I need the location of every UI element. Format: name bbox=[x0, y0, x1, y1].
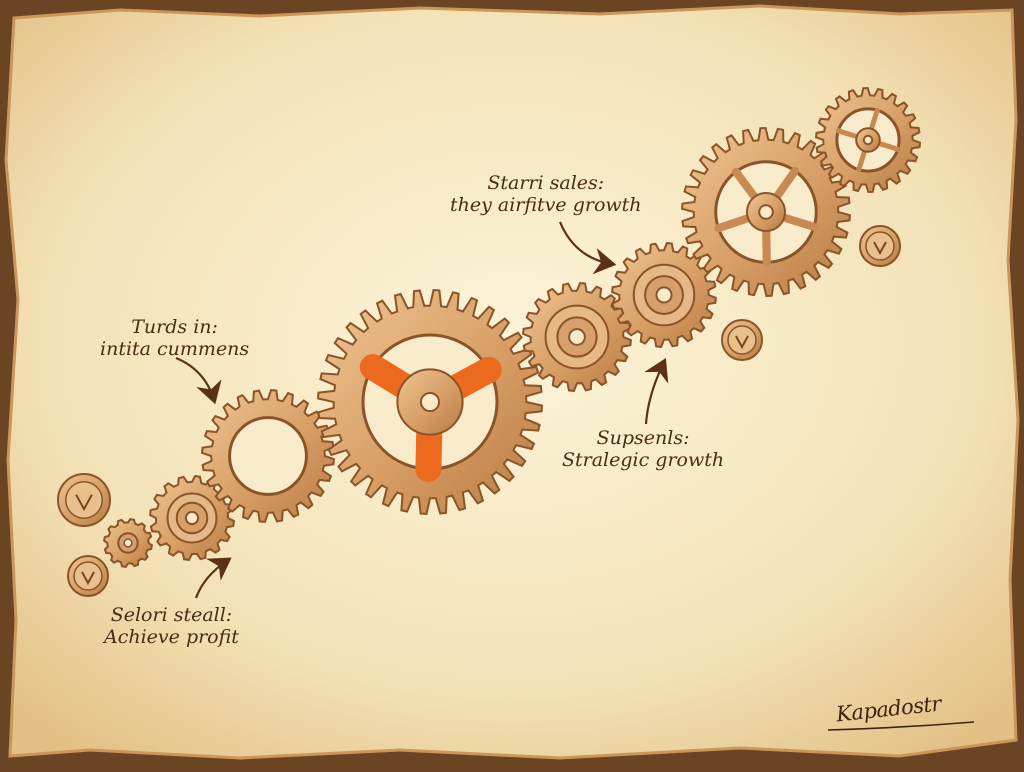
annotation-profit-text: Achieve profit bbox=[104, 626, 239, 648]
gear-tiny-axle bbox=[123, 538, 133, 548]
gear-top-right bbox=[815, 86, 921, 194]
annotation-start-text: intita cummens bbox=[100, 338, 250, 360]
gear-large-right bbox=[681, 126, 851, 298]
coin-right-top-mark bbox=[873, 241, 887, 256]
gear-mid bbox=[522, 282, 632, 392]
arrow-strategic bbox=[644, 358, 669, 425]
coin-left-bottom-face bbox=[73, 561, 103, 591]
annotation-sales-title: Starri sales: bbox=[487, 172, 605, 194]
annotation-start: Turds in: intita cummens bbox=[100, 316, 249, 360]
gear-large-center-axle bbox=[419, 391, 441, 413]
gear-mid-axle bbox=[568, 328, 586, 346]
signature-underline bbox=[827, 721, 975, 731]
annotation-sales-text: they airfitve growth bbox=[450, 194, 642, 216]
coin-left-top-mark bbox=[75, 494, 93, 512]
arrow-profit bbox=[194, 557, 232, 599]
gear-open-ring-hole bbox=[228, 416, 308, 496]
coin-right-top bbox=[859, 225, 901, 267]
annotation-strategic-text: Stralegic growth bbox=[562, 449, 725, 471]
gear-mid-right bbox=[611, 242, 717, 348]
gear-tiny bbox=[102, 517, 154, 569]
annotation-start-title: Turds in: bbox=[131, 316, 218, 338]
coin-right-top-face bbox=[865, 231, 895, 261]
gear-large-right-axle bbox=[758, 204, 774, 220]
gear-large-center bbox=[317, 289, 543, 515]
annotation-strategic-title: Supsenls: bbox=[596, 427, 690, 449]
gear-top-right-axle bbox=[862, 134, 874, 146]
coin-left-bottom-mark bbox=[81, 571, 95, 586]
gear-open-ring bbox=[201, 389, 335, 523]
gear-chain bbox=[57, 86, 921, 597]
annotation-profit-title: Selori steall: bbox=[110, 604, 233, 626]
annotation-sales: Starri sales: they airfitve growth bbox=[450, 172, 642, 216]
gear-small-left-axle bbox=[184, 510, 200, 526]
arrow-start bbox=[175, 356, 222, 405]
arrow-sales bbox=[558, 221, 617, 275]
annotation-profit: Selori steall: Achieve profit bbox=[104, 604, 239, 648]
coin-left-bottom bbox=[67, 555, 109, 597]
gear-mid-right-axle bbox=[655, 286, 673, 304]
coin-right-mid-face bbox=[727, 325, 757, 355]
coin-left-top bbox=[57, 473, 111, 527]
coin-left-top-face bbox=[65, 481, 103, 519]
coin-right-mid bbox=[721, 319, 763, 361]
annotation-strategic: Supsenls: Stralegic growth bbox=[562, 427, 724, 471]
coin-right-mid-mark bbox=[735, 335, 749, 350]
